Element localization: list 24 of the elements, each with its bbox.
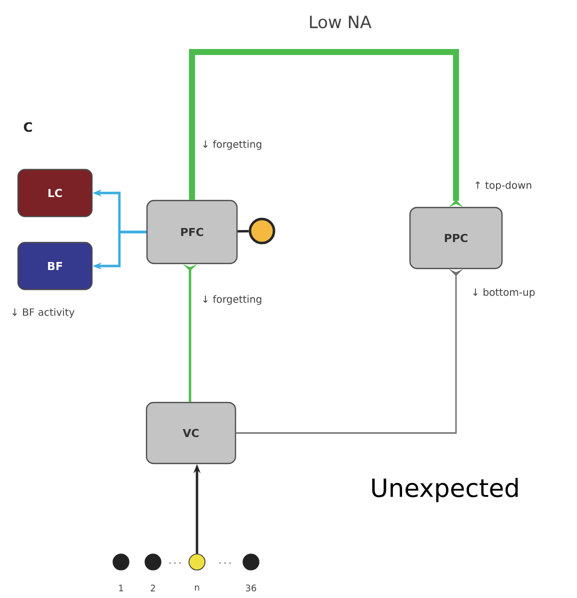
region-box: LC (17, 168, 93, 218)
input-number: 1 (119, 584, 124, 592)
activity-note: ↓ BF activity (12, 308, 74, 318)
input-number: 2 (150, 584, 155, 592)
region-box: PPC (409, 206, 503, 270)
signal-circle (248, 218, 276, 244)
connector (189, 49, 464, 207)
pathway-note: ↑ top-down (476, 181, 532, 191)
region-box: VC (146, 402, 236, 464)
annotation: Unexpected (372, 478, 518, 502)
edge-label: ↓ forgetting (200, 294, 264, 306)
input-dot (188, 554, 206, 570)
connector (238, 230, 249, 233)
input-dot (144, 554, 162, 570)
region-box: BF (17, 242, 93, 290)
panel-letter: C (24, 122, 32, 132)
edge-label: ↓ forgetting (200, 139, 264, 151)
region-box: PFC (146, 200, 238, 264)
input-number: 36 (246, 584, 256, 592)
input-number: n (194, 586, 200, 591)
input-dot (112, 554, 130, 570)
title: Low NA (310, 16, 372, 28)
input-dot (242, 554, 260, 570)
edge-label: ↓ bottom-up (470, 287, 536, 299)
